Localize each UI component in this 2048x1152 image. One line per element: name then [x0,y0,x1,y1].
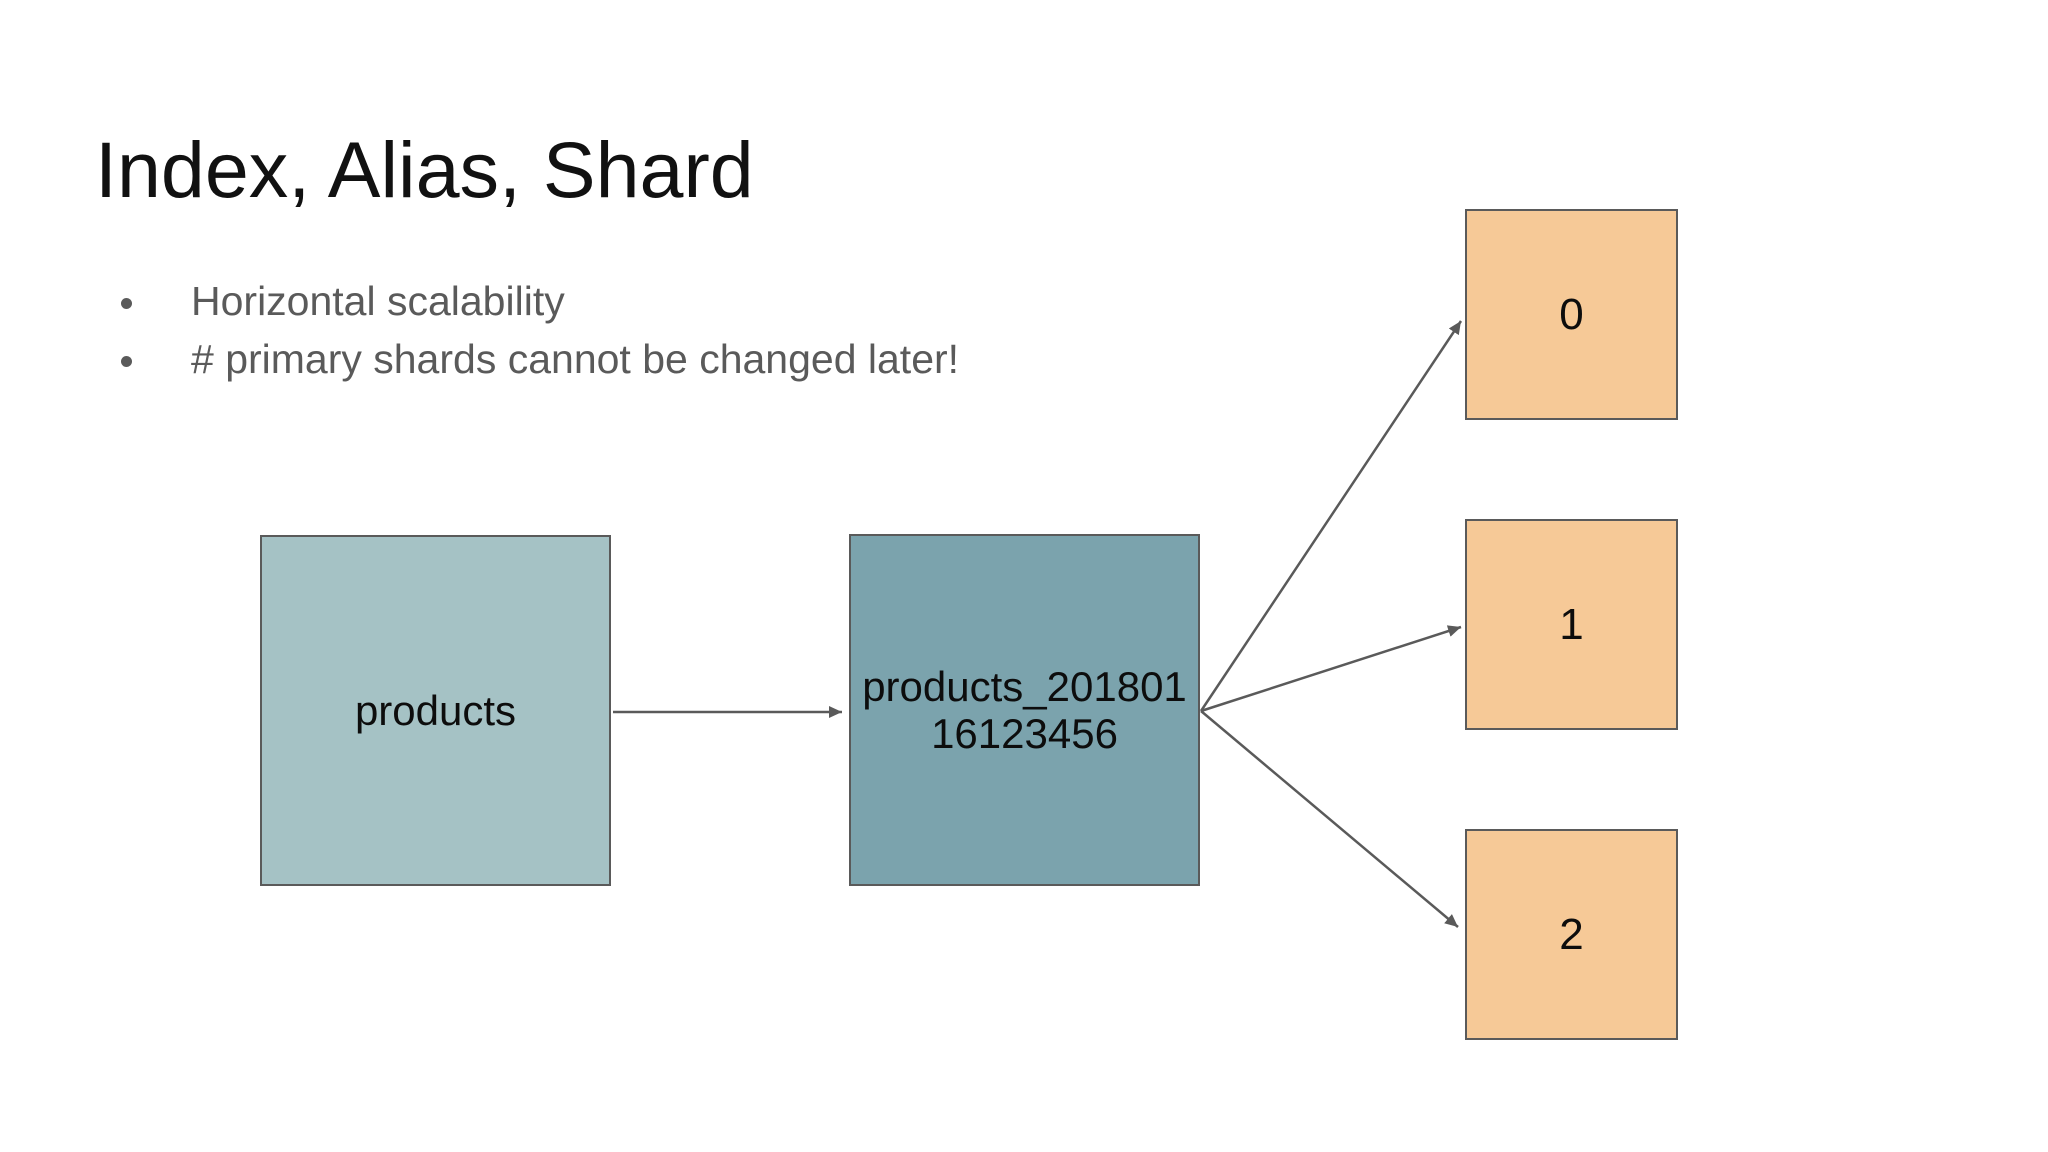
arrow-index-to-shard-1 [1200,625,1462,713]
index-box-products-201801: products_201801 16123456 [849,534,1200,886]
bullet-item: # primary shards cannot be changed later… [121,330,959,388]
shard-box-2: 2 [1465,829,1678,1040]
index-box-label-line2: 16123456 [931,710,1118,757]
bullet-text: # primary shards cannot be changed later… [191,336,960,382]
bullet-dot-icon [121,356,132,367]
bullet-item: Horizontal scalability [121,272,959,330]
shard-box-1: 1 [1465,519,1678,730]
index-box-label-line1: products_201801 [862,663,1187,710]
slide-title: Index, Alias, Shard [95,125,754,214]
arrow-index-to-shard-2 [1200,710,1459,928]
shard-box-0: 0 [1465,209,1678,420]
shard-box-label: 2 [1559,909,1584,959]
bullet-text: Horizontal scalability [191,278,565,324]
shard-box-label: 1 [1559,599,1584,649]
bullet-dot-icon [121,298,132,309]
alias-box-products: products [260,535,611,886]
shard-box-label: 0 [1559,289,1584,339]
alias-box-label: products [354,687,517,734]
arrow-index-to-shard-0 [1199,320,1463,712]
bullet-list: Horizontal scalability # primary shards … [121,272,959,388]
